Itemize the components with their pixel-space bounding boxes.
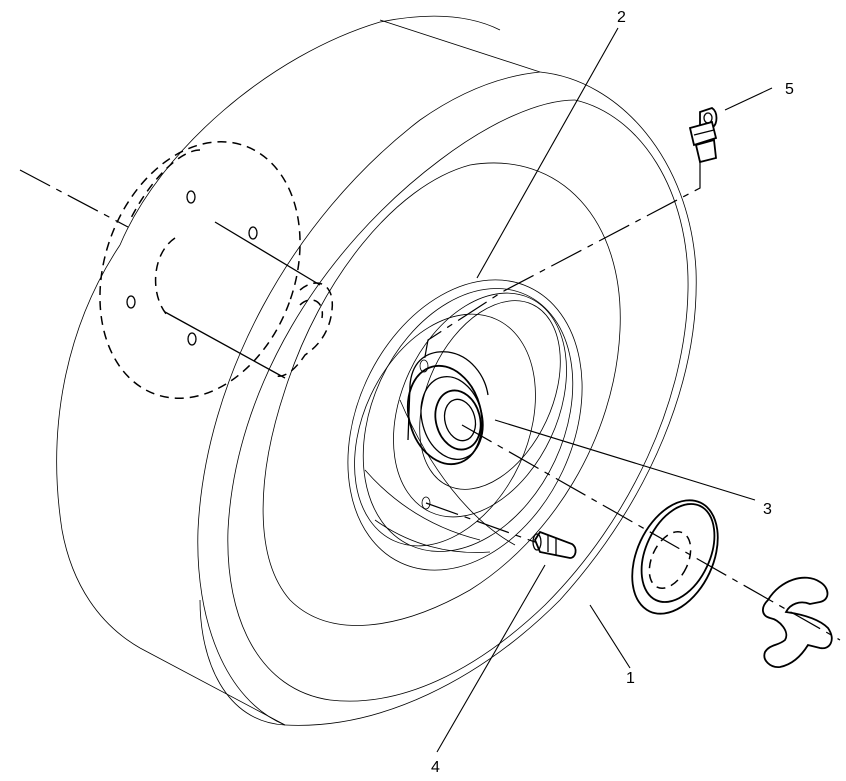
washer [631,499,719,615]
bearing [406,351,489,510]
bolt-hole [248,226,258,240]
leader-line-3 [494,419,756,501]
wheel-rim [347,279,583,571]
callout-2: 2 [617,9,626,26]
bolt-hole [186,190,196,204]
leader-line-1 [589,604,631,669]
leader-line-2 [476,27,619,279]
valve-stem [532,530,577,559]
valve-centerline [425,502,536,543]
axis-centerline [461,424,841,641]
callout-4: 4 [431,759,440,776]
grease-fitting [688,107,718,164]
bolt-hole [187,332,197,346]
callout-3: 3 [763,501,772,518]
callout-5: 5 [785,81,794,98]
hub-flange-hidden [99,141,334,399]
retaining-clip [762,576,833,668]
fitting-centerline [423,160,701,363]
leader-line-4 [436,564,546,753]
leader-line-5 [724,87,773,111]
tire [56,15,697,726]
axis-centerline [19,169,129,228]
callout-1: 1 [626,670,635,687]
bolt-hole [126,295,136,309]
